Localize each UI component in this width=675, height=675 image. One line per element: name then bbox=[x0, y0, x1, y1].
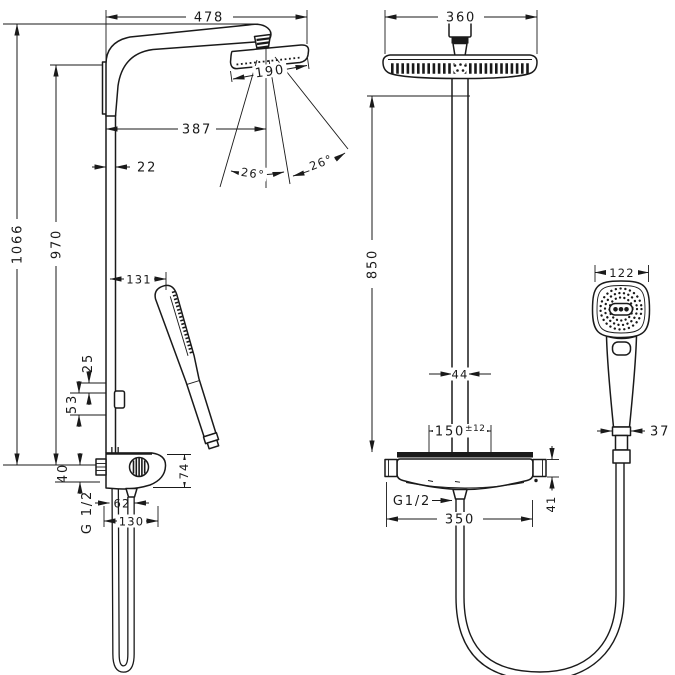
dim-arm-reach-label: 478 bbox=[194, 11, 224, 26]
thread-label-side: G 1/2 bbox=[80, 490, 95, 534]
dim-total-height-label: 1066 bbox=[11, 224, 26, 264]
dim-fitting-height: 41 bbox=[544, 446, 559, 513]
inlet-fitting-side bbox=[95, 458, 107, 476]
dim-hose-nut-width: 37 bbox=[597, 425, 670, 440]
ceiling-connector-front bbox=[448, 21, 472, 57]
dim-handshower-offset-label: 131 bbox=[126, 273, 152, 287]
inlet-fitting-right-front bbox=[532, 458, 547, 483]
thread-label-front: G1/2 bbox=[393, 494, 431, 509]
overhead-shower-side bbox=[229, 44, 310, 70]
dim-total-height: 1066 bbox=[3, 23, 258, 466]
dim-head-width-label: 360 bbox=[446, 11, 476, 26]
dim-body-width: 350 bbox=[386, 482, 533, 528]
dim-bracket-height-label: 970 bbox=[50, 229, 65, 259]
dim-body-height-label: 74 bbox=[177, 462, 191, 479]
dim-outlet-thread: G 1/2 62 bbox=[80, 490, 149, 534]
dim-head-face: 190 bbox=[230, 57, 310, 83]
dim-inlet-spacing-base-label: 150 bbox=[435, 425, 465, 440]
riser-column-front bbox=[451, 78, 469, 452]
dim-spray-angle-right-label: 26° bbox=[307, 152, 334, 174]
front-view: 360 850 44 150 ±12 bbox=[365, 10, 670, 675]
dim-holder-offset-lower-label: 53 bbox=[65, 394, 80, 414]
valve-outlet-side bbox=[125, 487, 138, 498]
hand-shower-hose-nut-front bbox=[611, 426, 632, 464]
dim-head-width: 360 bbox=[384, 10, 538, 54]
valve-outlet-front bbox=[452, 488, 468, 500]
inlet-fitting-left-front bbox=[384, 458, 398, 478]
spray-select-button bbox=[611, 341, 632, 356]
dim-body-height: 74 bbox=[153, 454, 191, 488]
hand-shower-hose-side bbox=[111, 446, 135, 673]
hand-shower-front bbox=[591, 280, 651, 464]
dim-inlet-spacing: 150 ±12 bbox=[428, 424, 492, 453]
dim-bracket-height: 970 bbox=[49, 64, 103, 466]
dim-hose-nut-width-label: 37 bbox=[650, 425, 670, 440]
dim-arm-reach: 478 bbox=[105, 10, 308, 60]
thermostat-front bbox=[384, 452, 547, 500]
head-ball-joint-side bbox=[253, 33, 272, 52]
dim-outlet-offset-label: 62 bbox=[113, 497, 130, 511]
dim-column-height: 850 bbox=[365, 95, 470, 453]
dim-body-depth: 130 bbox=[103, 506, 159, 529]
side-view: 26° 26° 478 190 bbox=[3, 10, 349, 673]
dim-inlet-drop-label: 40 bbox=[56, 463, 71, 483]
shower-arm-side bbox=[105, 23, 272, 117]
dim-wall-to-spray: 387 bbox=[105, 122, 267, 138]
dim-inlet-spacing-tol-label: ±12 bbox=[465, 424, 486, 434]
hand-shower-handle-front bbox=[605, 335, 638, 428]
dim-pipe-depth-label: 22 bbox=[137, 161, 157, 176]
dim-handshower-width: 122 bbox=[594, 265, 649, 282]
hand-shower-holder bbox=[113, 390, 126, 409]
temperature-knob-side bbox=[128, 456, 150, 478]
dim-column-width-label: 44 bbox=[451, 368, 468, 382]
hand-shower-hose-front bbox=[455, 462, 625, 675]
hand-shower-side bbox=[154, 284, 220, 450]
dim-fitting-height-label: 41 bbox=[544, 495, 558, 512]
dim-body-depth-label: 130 bbox=[119, 515, 145, 529]
dim-wall-to-spray-label: 387 bbox=[182, 123, 212, 138]
dim-column-width: 44 bbox=[429, 367, 491, 382]
dim-holder-offset-upper-label: 25 bbox=[81, 353, 96, 373]
dim-inlet-drop: 40 bbox=[55, 453, 100, 494]
dim-body-width-label: 350 bbox=[445, 513, 475, 528]
dim-handshower-width-label: 122 bbox=[609, 266, 635, 280]
dim-handshower-offset: 131 bbox=[109, 272, 167, 290]
dim-pipe-depth: 22 bbox=[92, 161, 157, 176]
thermostat-side bbox=[3, 452, 167, 498]
dim-holder-offsets: 25 53 bbox=[65, 353, 106, 427]
dim-spray-angle-left-label: 26° bbox=[240, 165, 266, 182]
thread-callout-front: G1/2 bbox=[393, 494, 453, 509]
dim-column-height-label: 850 bbox=[366, 249, 381, 279]
dim-head-face-label: 190 bbox=[254, 62, 286, 81]
overhead-shower-front bbox=[382, 54, 538, 80]
